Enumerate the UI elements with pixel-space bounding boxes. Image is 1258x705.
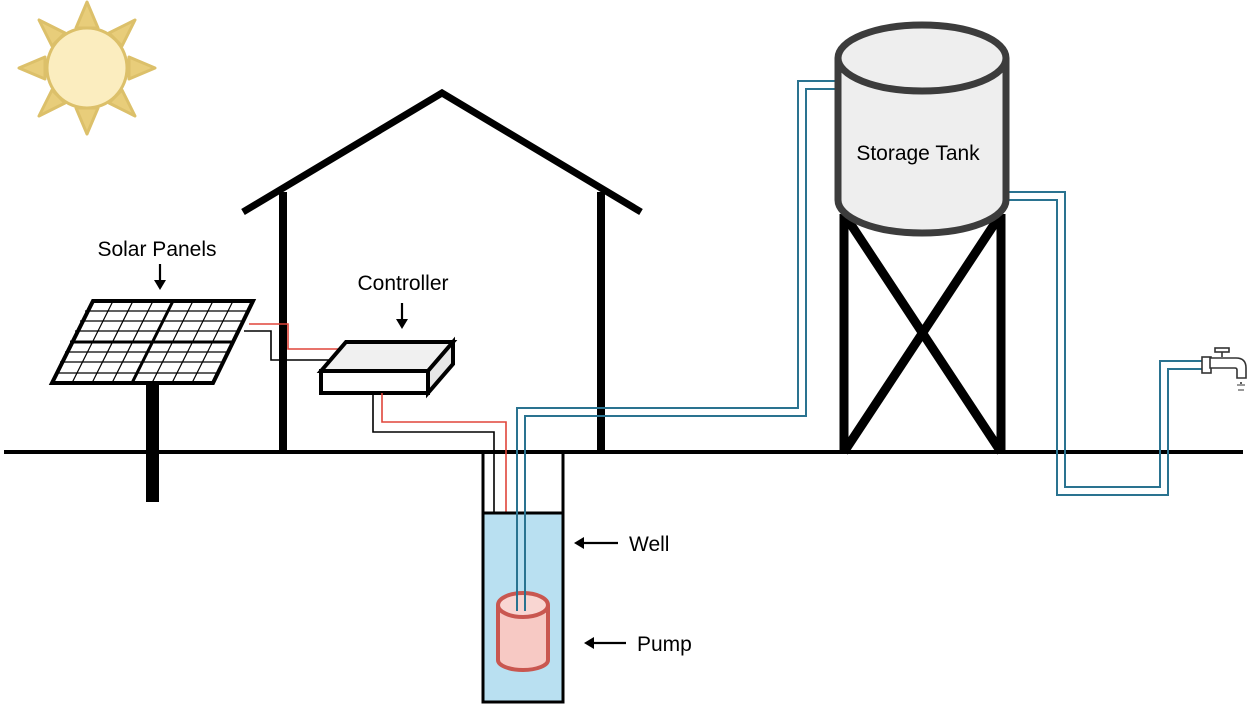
solar-panel [48,299,257,385]
pump-arrow-icon [584,637,626,649]
storage-tank-label: Storage Tank [856,142,980,165]
pipe-tank-to-faucet [1005,191,1203,496]
well-label: Well [629,533,669,556]
solar-panel-post [146,380,159,502]
pump-label: Pump [637,633,692,656]
sun-icon [17,0,157,136]
pump-icon [496,591,550,672]
controller-box [316,336,458,399]
faucet-icon [1201,347,1247,391]
solar-panels-arrow-icon [154,264,166,290]
wires-panel-to-controller [244,323,344,361]
controller-arrow-icon [396,303,408,329]
controller-label: Controller [357,272,448,295]
solar-panels-label: Solar Panels [97,238,216,261]
arrows [154,264,626,649]
tank-stand [839,211,1006,455]
pipe-pump-to-tank [516,80,838,611]
well-arrow-icon [574,537,618,549]
storage-tank [834,21,1010,237]
